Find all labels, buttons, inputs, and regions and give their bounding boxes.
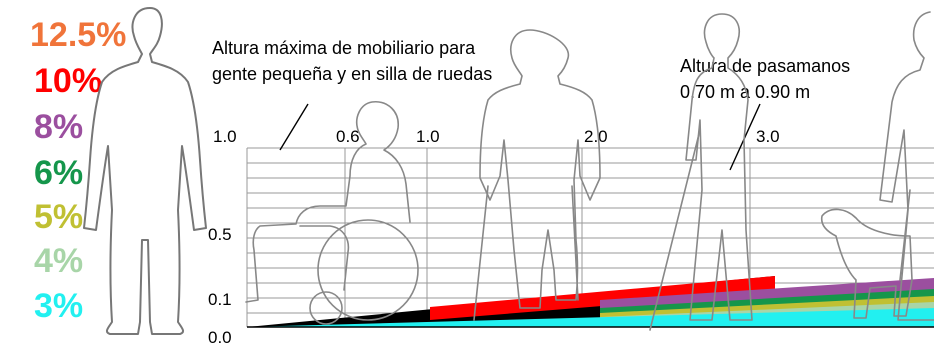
slope-label-3: 3% xyxy=(34,287,83,325)
tick-top-3-0: 3.0 xyxy=(756,127,780,146)
standing-person-figure xyxy=(83,7,207,335)
furniture-height-pointer xyxy=(279,103,309,151)
tick-left-0-0: 0.0 xyxy=(208,328,232,345)
tick-top-2-0: 2.0 xyxy=(584,127,608,146)
slope-label-8: 8% xyxy=(34,108,83,146)
ramp-wedges xyxy=(247,276,934,328)
handrail-label-line2: 0.70 m a 0.90 m xyxy=(680,82,810,102)
person-with-crutches-figure xyxy=(473,29,601,321)
person-with-guide-dog-figure xyxy=(820,11,934,321)
slope-label-12-5: 12.5% xyxy=(30,16,126,54)
person-with-cane-figure xyxy=(649,13,753,331)
slope-legend: 12.5% 10% 8% 6% 5% 4% 3% xyxy=(30,16,126,325)
tick-top-0-6: 0.6 xyxy=(336,127,360,146)
wheelchair-user-figure xyxy=(245,101,419,325)
furniture-height-label-line2: gente pequeña y en silla de ruedas xyxy=(212,64,492,84)
tick-top-1-0-left: 1.0 xyxy=(213,127,237,146)
slope-label-10: 10% xyxy=(34,62,102,100)
ramp-wedge-8 xyxy=(600,278,934,310)
slope-label-5: 5% xyxy=(34,198,83,236)
tick-left-0-1: 0.1 xyxy=(208,290,232,309)
tick-top-1-0: 1.0 xyxy=(416,127,440,146)
ramp-wedge-10 xyxy=(430,276,775,320)
ramp-wedge-6 xyxy=(600,289,934,315)
ramp-wedge-5 xyxy=(600,296,934,318)
handrail-label-line1: Altura de pasamanos xyxy=(680,56,850,76)
slope-label-6: 6% xyxy=(34,154,83,192)
slope-label-4: 4% xyxy=(34,242,83,280)
furniture-height-label-line1: Altura máxima de mobiliario para xyxy=(212,38,476,58)
tick-left-0-5: 0.5 xyxy=(208,225,232,244)
ramp-wedge-3 xyxy=(247,308,934,327)
